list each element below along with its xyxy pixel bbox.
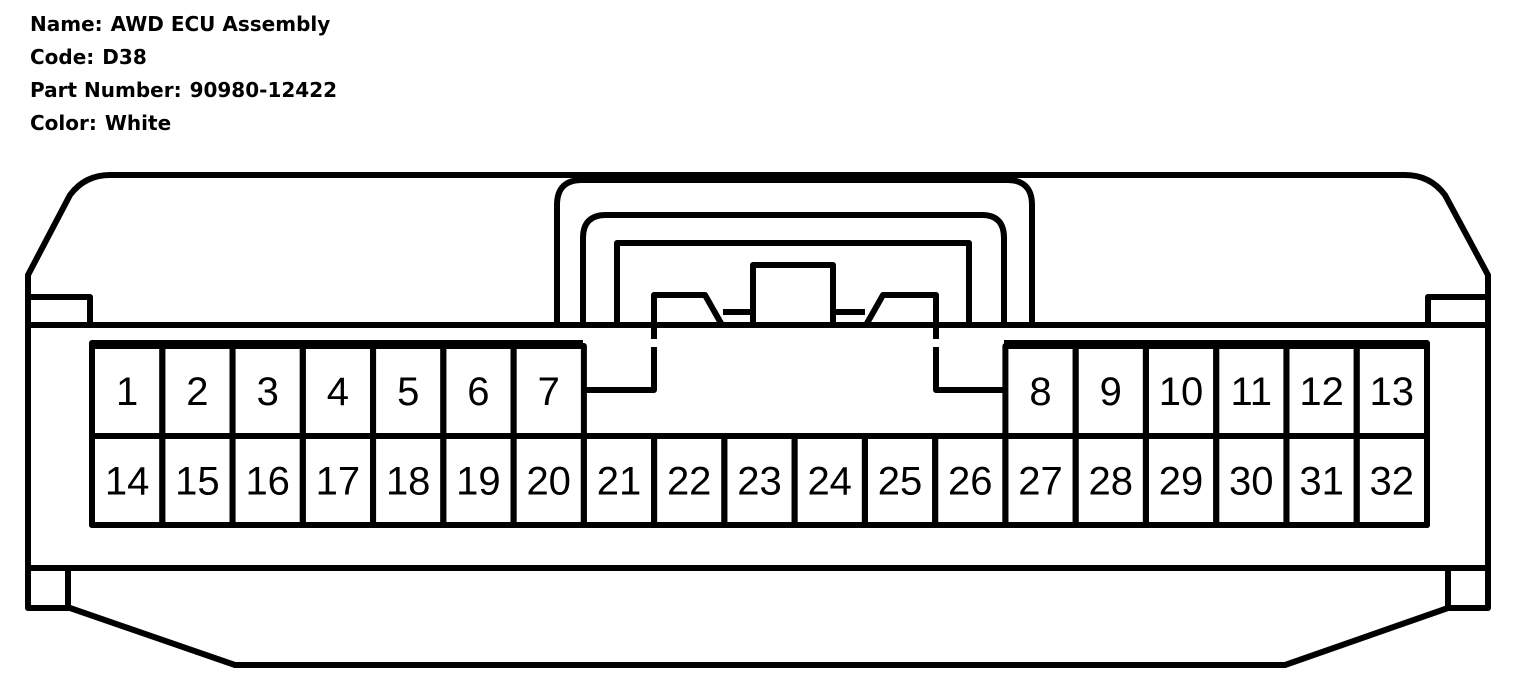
pin-number-6: 6 xyxy=(467,370,489,414)
code-row: Code: D38 xyxy=(30,41,337,74)
left-top-tab xyxy=(28,294,93,325)
pin-number-24: 24 xyxy=(807,460,852,504)
pin-number-20: 20 xyxy=(526,460,571,504)
pin-number-9: 9 xyxy=(1100,370,1122,414)
latch-arm-right xyxy=(833,292,1004,393)
lock-hood-inner xyxy=(580,212,1007,325)
color-row: Color: White xyxy=(30,107,337,140)
pin-number-27: 27 xyxy=(1018,460,1063,504)
pin-number-7: 7 xyxy=(538,370,560,414)
pin-number-25: 25 xyxy=(878,460,923,504)
name-value: AWD ECU Assembly xyxy=(110,12,331,36)
housing-lower-outline xyxy=(25,325,1491,668)
code-value: D38 xyxy=(102,45,147,69)
pin-number-16: 16 xyxy=(245,460,290,504)
part-number-value: 90980-12422 xyxy=(189,78,338,102)
pin-number-18: 18 xyxy=(386,460,431,504)
pin-cell-32 xyxy=(1353,433,1430,528)
pin-number-15: 15 xyxy=(175,460,220,504)
name-label: Name: xyxy=(30,12,103,36)
pin-number-23: 23 xyxy=(737,460,782,504)
pin-number-29: 29 xyxy=(1159,460,1204,504)
color-value: White xyxy=(104,111,172,135)
pin-number-3: 3 xyxy=(257,370,279,414)
housing-outline xyxy=(25,172,1491,325)
pin-number-30: 30 xyxy=(1229,460,1274,504)
pin-number-4: 4 xyxy=(327,370,349,414)
lock-center-tab xyxy=(750,262,836,325)
name-row: Name: AWD ECU Assembly xyxy=(30,8,337,41)
pin-number-31: 31 xyxy=(1299,460,1344,504)
latch-arm xyxy=(583,292,753,393)
color-label: Color: xyxy=(30,111,97,135)
pin-number-26: 26 xyxy=(948,460,993,504)
pin-number-17: 17 xyxy=(316,460,361,504)
pin-number-22: 22 xyxy=(667,460,712,504)
lock-frame xyxy=(614,240,972,325)
pin-number-8: 8 xyxy=(1029,370,1051,414)
pin-number-13: 13 xyxy=(1370,370,1415,414)
pin-number-1: 1 xyxy=(116,370,138,414)
pin-number-28: 28 xyxy=(1089,460,1134,504)
pin-number-5: 5 xyxy=(397,370,419,414)
pin-number-12: 12 xyxy=(1299,370,1344,414)
pin-number-2: 2 xyxy=(186,370,208,414)
pin-number-21: 21 xyxy=(597,460,642,504)
code-label: Code: xyxy=(30,45,95,69)
connector-info: Name: AWD ECU Assembly Code: D38 Part Numb… xyxy=(30,8,337,140)
pin-number-14: 14 xyxy=(105,460,150,504)
right-top-tab xyxy=(1425,294,1488,325)
pin-number-10: 10 xyxy=(1159,370,1204,414)
lock-hood-outer xyxy=(554,177,1035,325)
pin-number-32: 32 xyxy=(1370,460,1415,504)
part-number-label: Part Number: xyxy=(30,78,182,102)
pin-number-11: 11 xyxy=(1231,370,1273,414)
pin-number-19: 19 xyxy=(456,460,501,504)
part-number-row: Part Number: 90980-12422 xyxy=(30,74,337,107)
